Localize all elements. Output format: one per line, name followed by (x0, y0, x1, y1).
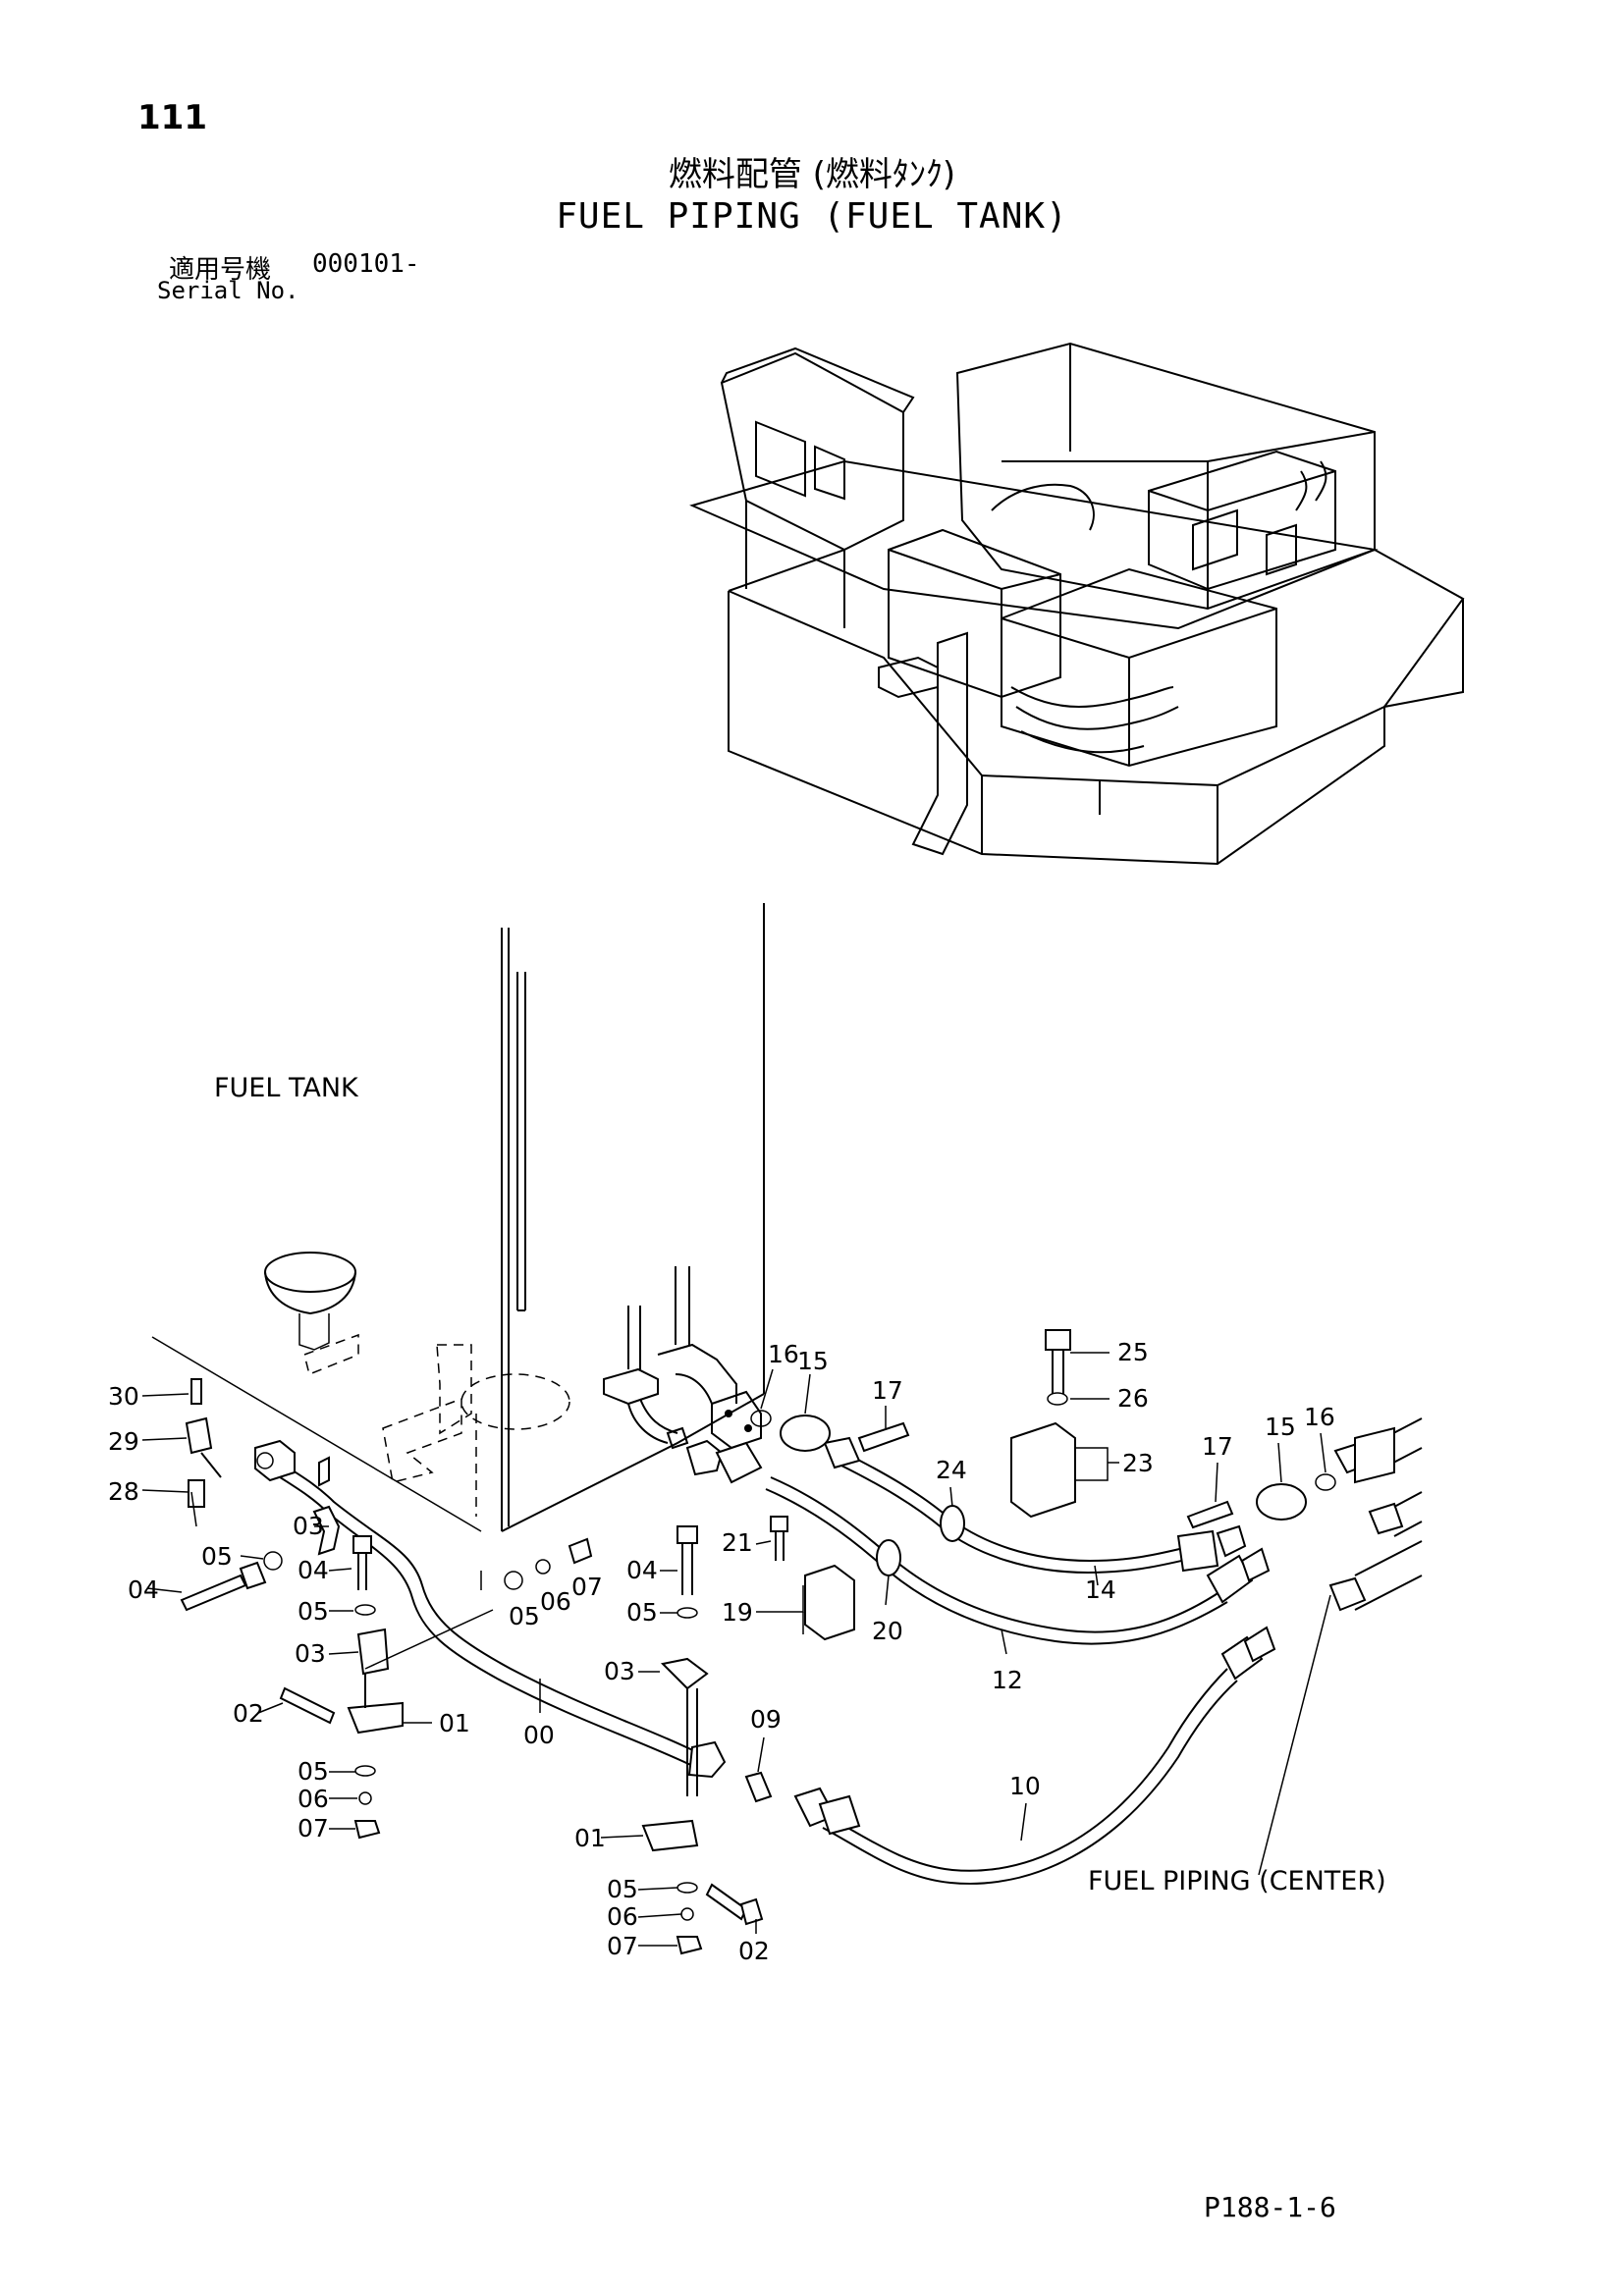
callout: 01 (574, 1824, 606, 1852)
page-number: 111 (137, 98, 207, 137)
callout: 07 (571, 1573, 603, 1601)
callout: 10 (1009, 1772, 1041, 1800)
callout: 15 (1265, 1413, 1296, 1441)
callout: 07 (607, 1932, 638, 1960)
callout: 17 (1202, 1432, 1233, 1461)
callout: 12 (992, 1666, 1023, 1694)
callout: 26 (1117, 1384, 1149, 1413)
callout: 05 (201, 1542, 233, 1571)
callout: 16 (768, 1340, 799, 1368)
callout: 06 (298, 1785, 329, 1813)
callout: 00 (523, 1721, 555, 1749)
callout: 21 (722, 1528, 753, 1557)
callout: 04 (128, 1575, 159, 1604)
callout: 03 (293, 1512, 324, 1540)
label-fuel-tank: FUEL TANK (214, 1073, 359, 1103)
title-japanese: 燃料配管 (燃料ﾀﾝｸ) (668, 155, 956, 194)
callout: 02 (233, 1699, 264, 1728)
label-fuel-piping-center: FUEL PIPING (CENTER) (1088, 1866, 1386, 1896)
callout: 28 (108, 1477, 139, 1506)
serial-label-english: Serial No. (157, 277, 299, 304)
callout: 02 (738, 1937, 770, 1965)
callout: 01 (439, 1709, 470, 1737)
callout: 15 (797, 1347, 829, 1375)
callout: 17 (872, 1376, 903, 1405)
callout: 09 (750, 1705, 782, 1734)
fuel-tank-illustration (151, 903, 765, 1532)
machine-overview-illustration (689, 342, 1465, 866)
footer-code: P188-1-6 (1204, 2191, 1336, 2223)
callout: 05 (298, 1597, 329, 1626)
callout: 05 (626, 1598, 658, 1627)
callout: 16 (1304, 1403, 1335, 1431)
callout: 05 (298, 1757, 329, 1786)
serial-value: 000101- (312, 249, 420, 279)
hose-assemblies (685, 1417, 1423, 1885)
callout: 04 (298, 1556, 329, 1584)
part-callouts: 30 29 28 03 05 04 04 05 03 02 01 05 06 0… (108, 1338, 1335, 1965)
title-english: FUEL PIPING (FUEL TANK) (556, 196, 1068, 237)
callout: 14 (1085, 1575, 1116, 1604)
callout: 06 (607, 1902, 638, 1931)
callout: 20 (872, 1617, 903, 1645)
callout: 05 (509, 1602, 540, 1630)
leader-lines (141, 1352, 1331, 1947)
callout: 19 (722, 1598, 753, 1627)
hardware-parts (180, 1329, 1336, 1955)
callout: 05 (607, 1875, 638, 1903)
callout: 03 (604, 1657, 635, 1685)
callout: 06 (540, 1587, 571, 1616)
callout: 25 (1117, 1338, 1149, 1366)
serial-label-japanese: 適用号機 (169, 255, 272, 285)
callout: 29 (108, 1427, 139, 1456)
callout: 07 (298, 1814, 329, 1842)
callout: 03 (295, 1639, 326, 1668)
callout: 24 (936, 1456, 967, 1484)
callout: 04 (626, 1556, 658, 1584)
callout: 30 (108, 1382, 139, 1411)
callout: 23 (1122, 1449, 1154, 1477)
